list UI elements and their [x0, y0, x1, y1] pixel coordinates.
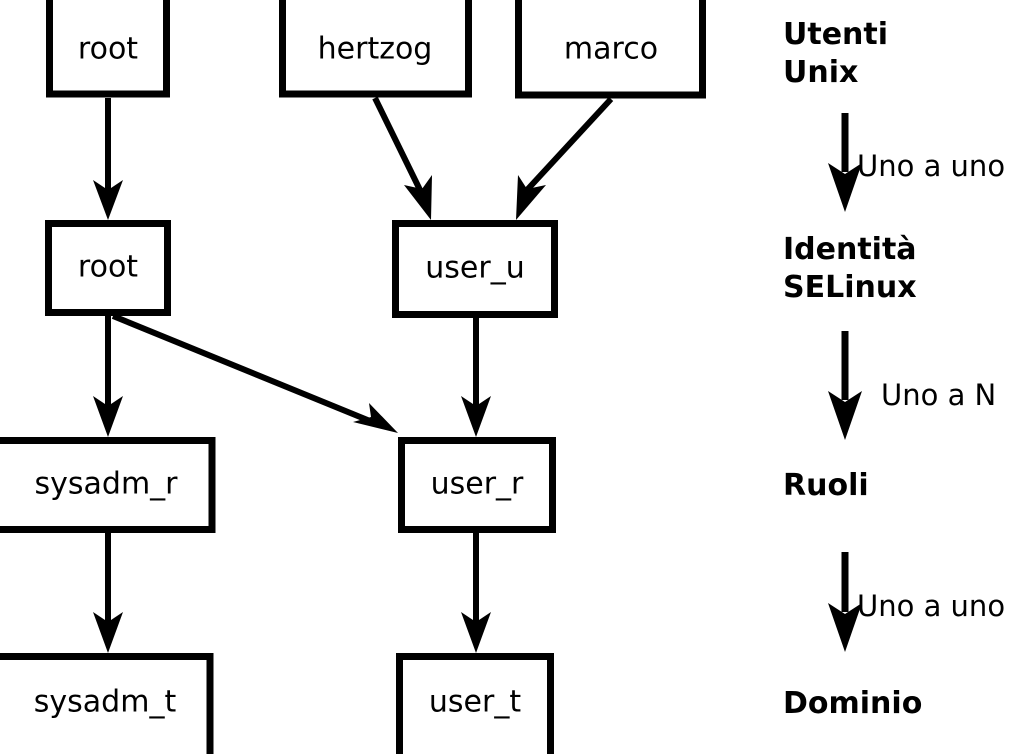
- arrowhead-icon: [93, 180, 123, 220]
- node-domain-sysadm-t[interactable]: sysadm_t: [0, 653, 214, 754]
- legend-relation-label: Uno a uno: [857, 589, 1005, 623]
- edges-layer: [93, 96, 614, 653]
- node-label: user_u: [425, 251, 524, 286]
- legend-layer-line1: Dominio: [783, 686, 922, 721]
- nodes-layer: root hertzog marco root user_u sysadm_r: [0, 0, 706, 754]
- node-unix-root[interactable]: root: [46, 0, 170, 98]
- legend-layer-unix-users: Utenti Unix: [783, 17, 888, 90]
- node-label: sysadm_t: [34, 685, 177, 720]
- node-label: sysadm_r: [35, 467, 179, 502]
- legend-layer-line1: Utenti: [783, 17, 888, 52]
- arrowhead-icon: [828, 603, 862, 652]
- edge-id-root-to-sysadm-r: [93, 316, 123, 437]
- legend-relation-identity-to-roles: Uno a N: [828, 331, 996, 440]
- legend-layer-line2: Unix: [783, 55, 858, 90]
- node-domain-user-t[interactable]: user_t: [396, 653, 554, 754]
- legend-relation-label: Uno a uno: [857, 149, 1005, 183]
- edge-user-r-to-user-t: [461, 533, 491, 653]
- legend-relation-label: Uno a N: [881, 378, 996, 412]
- edge-user-u-to-user-r: [461, 318, 491, 437]
- edge-sysadm-r-to-sysadm-t: [93, 533, 123, 653]
- arrowhead-icon: [404, 175, 432, 220]
- edge-hertzog-to-user-u: [372, 96, 432, 220]
- arrowhead-icon: [93, 396, 123, 437]
- arrowhead-icon: [353, 403, 398, 433]
- legend-layer-selinux-identity: Identità SELinux: [783, 232, 917, 305]
- arrowhead-icon: [828, 391, 862, 440]
- edge-unix-root-to-id-root: [93, 98, 123, 220]
- node-label: user_t: [429, 685, 521, 720]
- node-label: hertzog: [318, 32, 433, 67]
- node-unix-marco[interactable]: marco: [515, 0, 706, 99]
- legend-layer-line1: Identità: [783, 232, 917, 267]
- node-role-user-r[interactable]: user_r: [398, 437, 556, 533]
- legend-relation-users-to-identity: Uno a uno: [828, 113, 1005, 212]
- node-label: root: [78, 250, 138, 285]
- legend-layer-line2: SELinux: [783, 270, 917, 305]
- node-label: user_r: [431, 467, 524, 502]
- node-identity-user-u[interactable]: user_u: [392, 220, 558, 318]
- node-label: marco: [564, 32, 658, 67]
- node-identity-root[interactable]: root: [45, 220, 171, 316]
- arrowhead-icon: [828, 163, 862, 212]
- edge-marco-to-user-u: [516, 96, 614, 220]
- legend-relation-roles-to-domains: Uno a uno: [828, 552, 1005, 652]
- legend-layer-roles: Ruoli: [783, 468, 869, 503]
- node-role-sysadm-r[interactable]: sysadm_r: [0, 437, 216, 533]
- node-unix-hertzog[interactable]: hertzog: [279, 0, 472, 98]
- arrowhead-icon: [461, 612, 491, 653]
- legend-column: Utenti Unix Uno a uno Identità SELinux U…: [783, 17, 1005, 721]
- legend-layer-domains: Dominio: [783, 686, 922, 721]
- arrowhead-icon: [93, 612, 123, 653]
- legend-layer-line1: Ruoli: [783, 468, 869, 503]
- edge-id-root-to-user-r: [111, 313, 398, 433]
- arrowhead-icon: [461, 396, 491, 437]
- node-label: root: [78, 32, 138, 67]
- arrowhead-icon: [516, 175, 546, 220]
